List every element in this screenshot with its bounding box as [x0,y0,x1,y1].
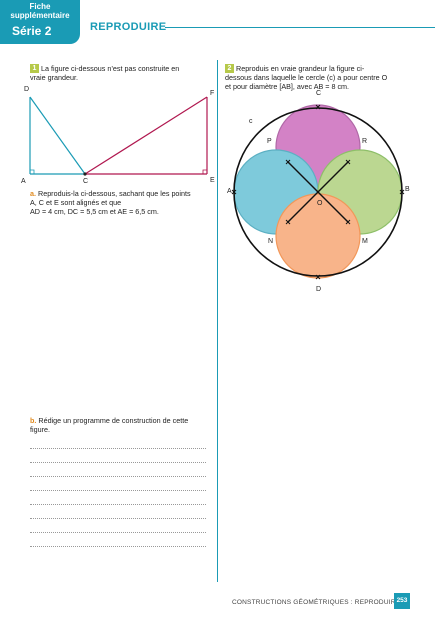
answer-line[interactable] [30,490,206,491]
label-circle-c: c [249,118,253,125]
label-f: F [210,90,215,97]
part-a-letter: a. [30,189,36,198]
label-point-m: M [362,238,368,245]
tick-bottom-d [315,274,321,280]
answer-line[interactable] [30,518,206,519]
page-number: 253 [394,593,410,609]
label-point-d: D [316,286,322,293]
tick-m [345,219,351,225]
label-e: E [210,177,215,184]
footer-chapter: CONSTRUCTIONS GÉOMÉTRIQUES : REPRODUIRE [232,599,401,606]
tick-right-b [399,189,405,195]
part-a-line1: Reproduis-la ci-dessous, sachant que les… [38,189,191,198]
label-point-b: B [405,186,410,193]
answer-line[interactable] [30,532,206,533]
tick-r [345,159,351,165]
exercise1-intro-line1: La figure ci-dessous n’est pas construit… [41,64,180,73]
segment-dc [29,96,86,175]
exercise2-intro-line2: dessous dans laquelle le cercle (c) a po… [225,73,388,83]
part-b-line2: figure. [30,425,50,435]
answer-line[interactable] [30,546,206,547]
page-title: REPRODUIRE [90,21,167,33]
part-a-line3: AD = 4 cm, DC = 5,5 cm et AE = 6,5 cm. [30,207,159,217]
segment-cf [84,96,208,175]
answer-line[interactable] [30,476,206,477]
label-point-p: P [267,138,272,145]
label-a: A [21,178,26,185]
part-b-line1: Rédige un programme de construction de c… [38,416,189,425]
tick-left-a [231,189,237,195]
tick-top-c [315,104,321,110]
exercise1-number: 1 [30,64,39,73]
point-c [83,172,87,176]
answer-line[interactable] [30,504,206,505]
column-divider [217,60,218,582]
exercise1-part-b: b. Rédige un programme de construction d… [30,416,188,434]
part-b-letter: b. [30,416,37,425]
exercise2-intro-line1: Reproduis en vraie grandeur la figure ci… [236,64,365,73]
label-point-r: R [362,138,368,145]
right-angle-e-marker [202,169,207,174]
label-point-c: C [316,90,322,97]
header-rule [165,27,435,28]
label-point-n: N [268,238,274,245]
answer-line[interactable] [30,448,206,449]
exercise1-part-a: a. Reproduis-la ci-dessous, sachant que … [30,189,191,217]
tab-subtitle: Fiche supplémentaire [10,2,70,20]
exercise1-intro-line2: vraie grandeur. [30,73,78,83]
exercise2-intro-line3: et pour diamètre [AB], avec AB = 8 cm. [225,82,350,92]
answer-line[interactable] [30,462,206,463]
tick-n [285,219,291,225]
label-c: C [83,178,89,185]
label-d: D [24,86,30,93]
tab-serie: Série 2 [12,24,52,38]
tick-p [285,159,291,165]
circle-bottom [275,193,361,279]
exercise2-number: 2 [225,64,234,73]
label-point-o: O [317,200,323,207]
serie-tab: Fiche supplémentaire Série 2 [0,0,80,44]
label-point-a: A [227,188,232,195]
segment-rn [287,161,349,223]
part-a-line2: A, C et E sont alignés et que [30,198,122,208]
right-angle-a-marker [30,169,35,174]
